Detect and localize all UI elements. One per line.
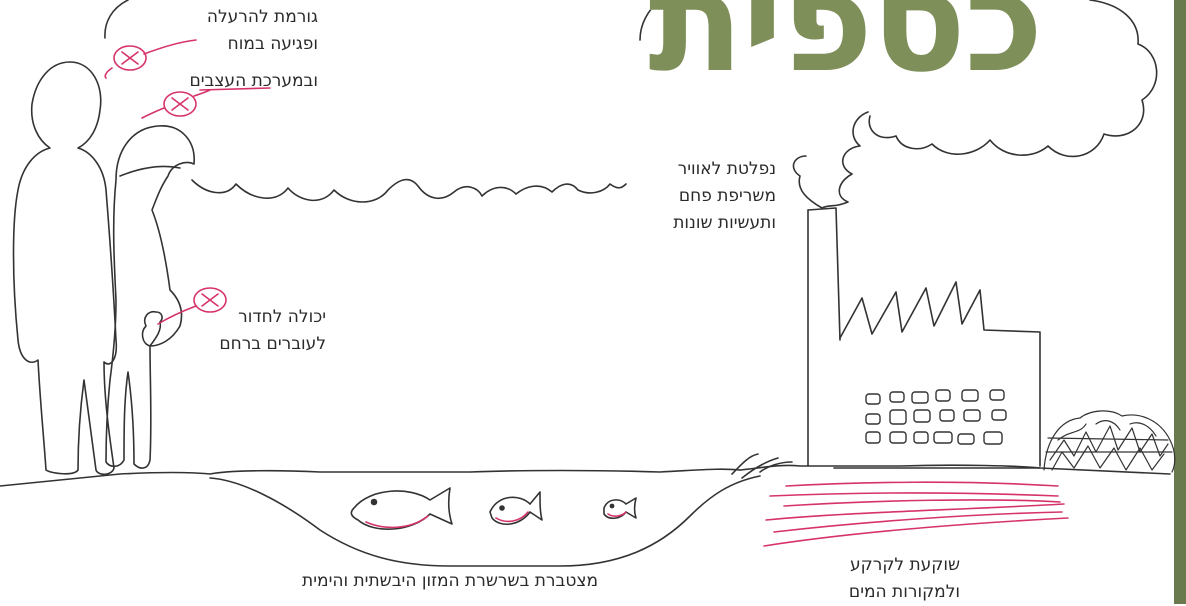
brain-line-2: ופגיעה במוח bbox=[207, 31, 318, 58]
smoke-icon bbox=[793, 112, 868, 208]
person-man-icon bbox=[14, 62, 117, 474]
food-chain-label: מצטברת בשרשרת המזון היבשתית והימית bbox=[302, 568, 598, 595]
factory-icon bbox=[808, 208, 1040, 468]
fish-belly-medium bbox=[496, 512, 528, 521]
soil-seepage-lines bbox=[764, 482, 1068, 546]
air-line-2: משריפת פחם bbox=[673, 183, 776, 210]
factory-windows-icon bbox=[866, 390, 1006, 444]
air-line-1: נפלטת לאוויר bbox=[673, 156, 776, 183]
brain-damage-label: גורמת להרעלה ופגיעה במוח bbox=[207, 4, 318, 58]
trash-pile-icon bbox=[1044, 411, 1175, 472]
brain-line-3: ובמערכת העצבים bbox=[189, 68, 318, 95]
pregnancy-line-2: לעוברים ברחם bbox=[219, 331, 326, 358]
brain-line-1: גורמת להרעלה bbox=[207, 4, 318, 31]
ground-right-line bbox=[740, 465, 1170, 474]
person-woman-icon bbox=[106, 126, 194, 468]
page-title: כספית bbox=[600, 0, 1090, 108]
soil-water-label: שוקעת לקרקע ולמקורות המים bbox=[849, 552, 960, 606]
cloud-left-fragment-icon bbox=[105, 0, 128, 38]
pollution-cloud-icon bbox=[192, 180, 626, 202]
x-mark-icon bbox=[158, 288, 226, 324]
air-emission-label: נפלטת לאוויר משריפת פחם ותעשיות שונות bbox=[673, 156, 776, 237]
pregnancy-label: יכולה לחדור לעוברים ברחם bbox=[219, 304, 326, 358]
soil-line-1: שוקעת לקרקע bbox=[849, 552, 960, 579]
nervous-system-label: ובמערכת העצבים bbox=[189, 68, 318, 95]
pregnancy-line-1: יכולה לחדור bbox=[219, 304, 326, 331]
fish-belly-large bbox=[366, 516, 428, 527]
x-mark-icon bbox=[105, 40, 196, 78]
water-basin bbox=[210, 476, 760, 566]
fetus-icon bbox=[143, 312, 163, 346]
air-line-3: ותעשיות שונות bbox=[673, 210, 776, 237]
soil-line-2: ולמקורות המים bbox=[849, 579, 960, 606]
